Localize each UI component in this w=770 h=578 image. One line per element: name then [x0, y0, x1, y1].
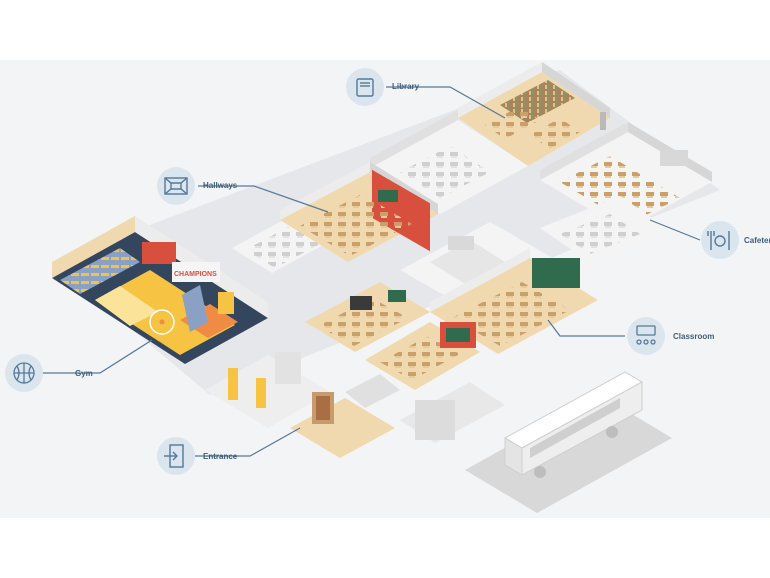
entrance-callout[interactable]: Entrance [157, 437, 238, 475]
hallways-label: Hallways [203, 181, 238, 190]
library-callout[interactable]: Library [346, 68, 420, 106]
library-icon-circle [346, 68, 384, 106]
door-enter-icon [164, 444, 184, 468]
hallways-classroom [280, 162, 438, 262]
library-leader [386, 86, 506, 119]
cafeteria-leader [649, 219, 701, 241]
leader-lines [42, 86, 701, 457]
gym-label: Gym [75, 369, 93, 378]
garage-bus [400, 371, 672, 513]
hallways-callout[interactable]: Hallways [157, 167, 238, 205]
entrance-area [205, 352, 400, 458]
entrance-leader [195, 427, 301, 457]
basketball-icon [13, 362, 35, 384]
classroom-icon [636, 325, 656, 345]
fork-knife-icon [707, 231, 730, 250]
hallways-icon-circle [157, 167, 195, 205]
middle-classrooms [305, 282, 480, 390]
entrance-label: Entrance [203, 452, 238, 461]
classroom-leader [547, 319, 625, 337]
classroom-label: Classroom [673, 332, 714, 341]
center-block [400, 222, 560, 310]
cafeteria-room [540, 122, 712, 230]
cafeteria-icon-circle [701, 221, 739, 259]
hallways-leader [198, 185, 329, 213]
gym-leader [42, 339, 153, 374]
gym-callout[interactable]: Gym [5, 354, 93, 392]
cafeteria-callout[interactable]: Cafeter [701, 221, 770, 259]
book-icon [356, 78, 374, 97]
classroom-callout[interactable]: Classroom [627, 317, 714, 355]
gym-room: CHAMPIONS [52, 216, 268, 364]
classroom-icon-circle [627, 317, 665, 355]
library-label: Library [392, 82, 420, 91]
hallway-icon [164, 177, 188, 195]
cafeteria-label: Cafeter [744, 236, 770, 245]
library-room [458, 62, 610, 166]
champions-banner: CHAMPIONS [174, 271, 217, 278]
